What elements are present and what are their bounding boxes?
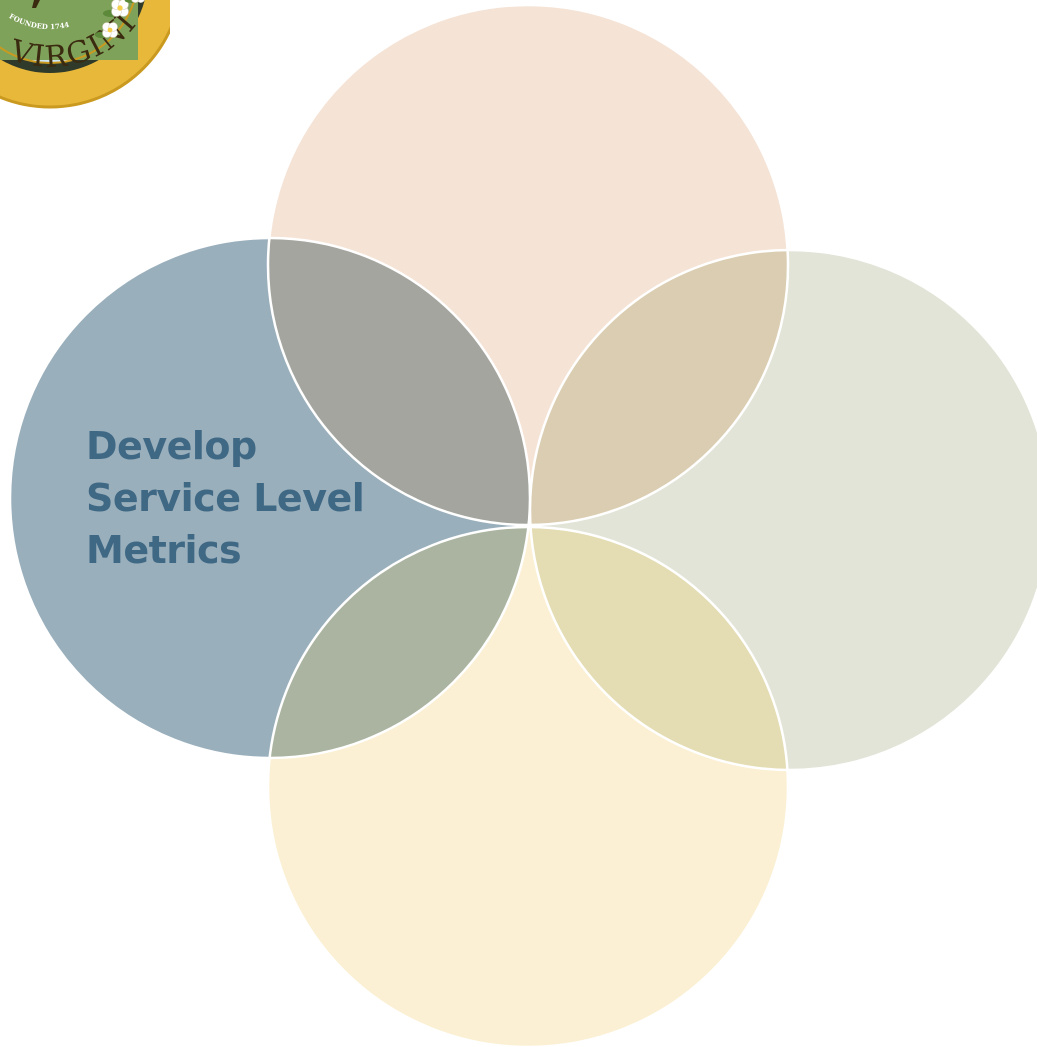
dogwood-blossom-icon xyxy=(124,0,145,3)
overlap-bottom-left xyxy=(268,527,530,758)
dogwood-blossom-icon xyxy=(94,22,118,38)
dogwood-blossom-icon xyxy=(102,0,129,17)
overlap-top-right xyxy=(530,250,788,525)
circle-left-label: Develop Service Level Metrics xyxy=(86,424,365,572)
overlap-bottom-right xyxy=(530,527,788,770)
circle-left-outline xyxy=(8,236,532,760)
state-seal-icon: FOUNDED 1744 VIRGINIA xyxy=(0,0,170,109)
